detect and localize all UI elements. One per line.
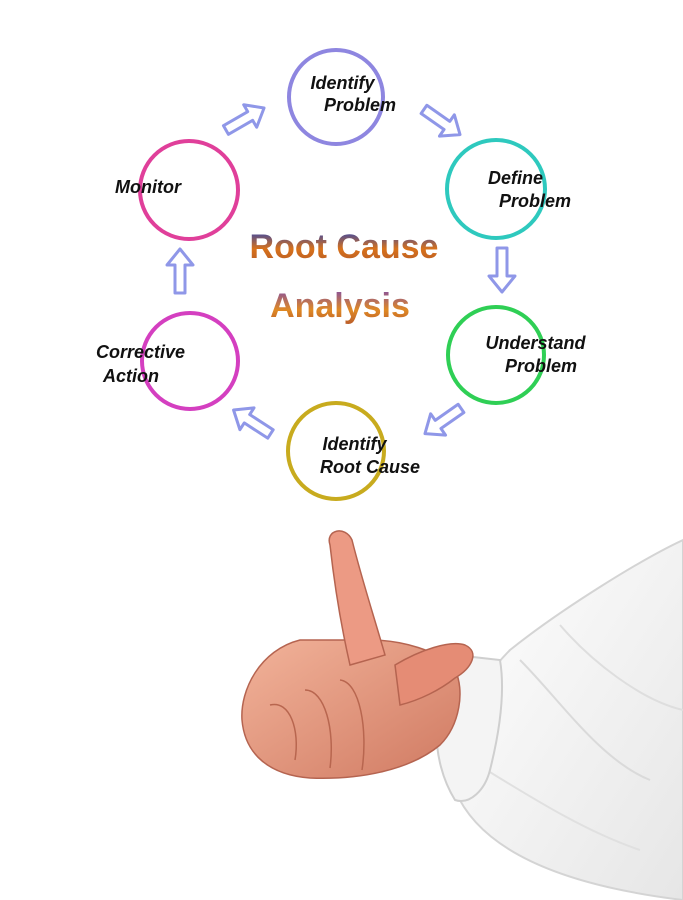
arrow-icon xyxy=(487,246,517,294)
step-circle-define-problem xyxy=(445,138,547,240)
step-circle-corrective-action xyxy=(140,311,240,411)
step-label-monitor: Monitor xyxy=(115,177,182,197)
arrow-icon xyxy=(165,247,195,295)
step-circle-identify-root-cause xyxy=(286,401,386,501)
pointing-hand-icon xyxy=(241,530,683,900)
diagram-title-line-1: Root Cause xyxy=(250,228,439,266)
arrow-icon xyxy=(419,103,462,138)
step-label-define-problem: Define Problem xyxy=(488,168,571,211)
step-label-corrective-action: Corrective Action xyxy=(96,342,190,386)
step-circle-identify-problem xyxy=(287,48,385,146)
step-circle-understand-problem xyxy=(446,305,546,405)
step-label-identify-root-cause: Identify Root Cause xyxy=(320,434,420,477)
step-label-identify-problem: Identify Problem xyxy=(310,73,396,115)
arrow-icon xyxy=(232,406,275,440)
arrow-icon xyxy=(423,402,466,437)
diagram-title-line-2: Analysis xyxy=(270,287,410,325)
arrow-icon xyxy=(221,103,266,136)
step-label-understand-problem: Understand Problem xyxy=(485,333,590,376)
step-circle-monitor xyxy=(138,139,240,241)
